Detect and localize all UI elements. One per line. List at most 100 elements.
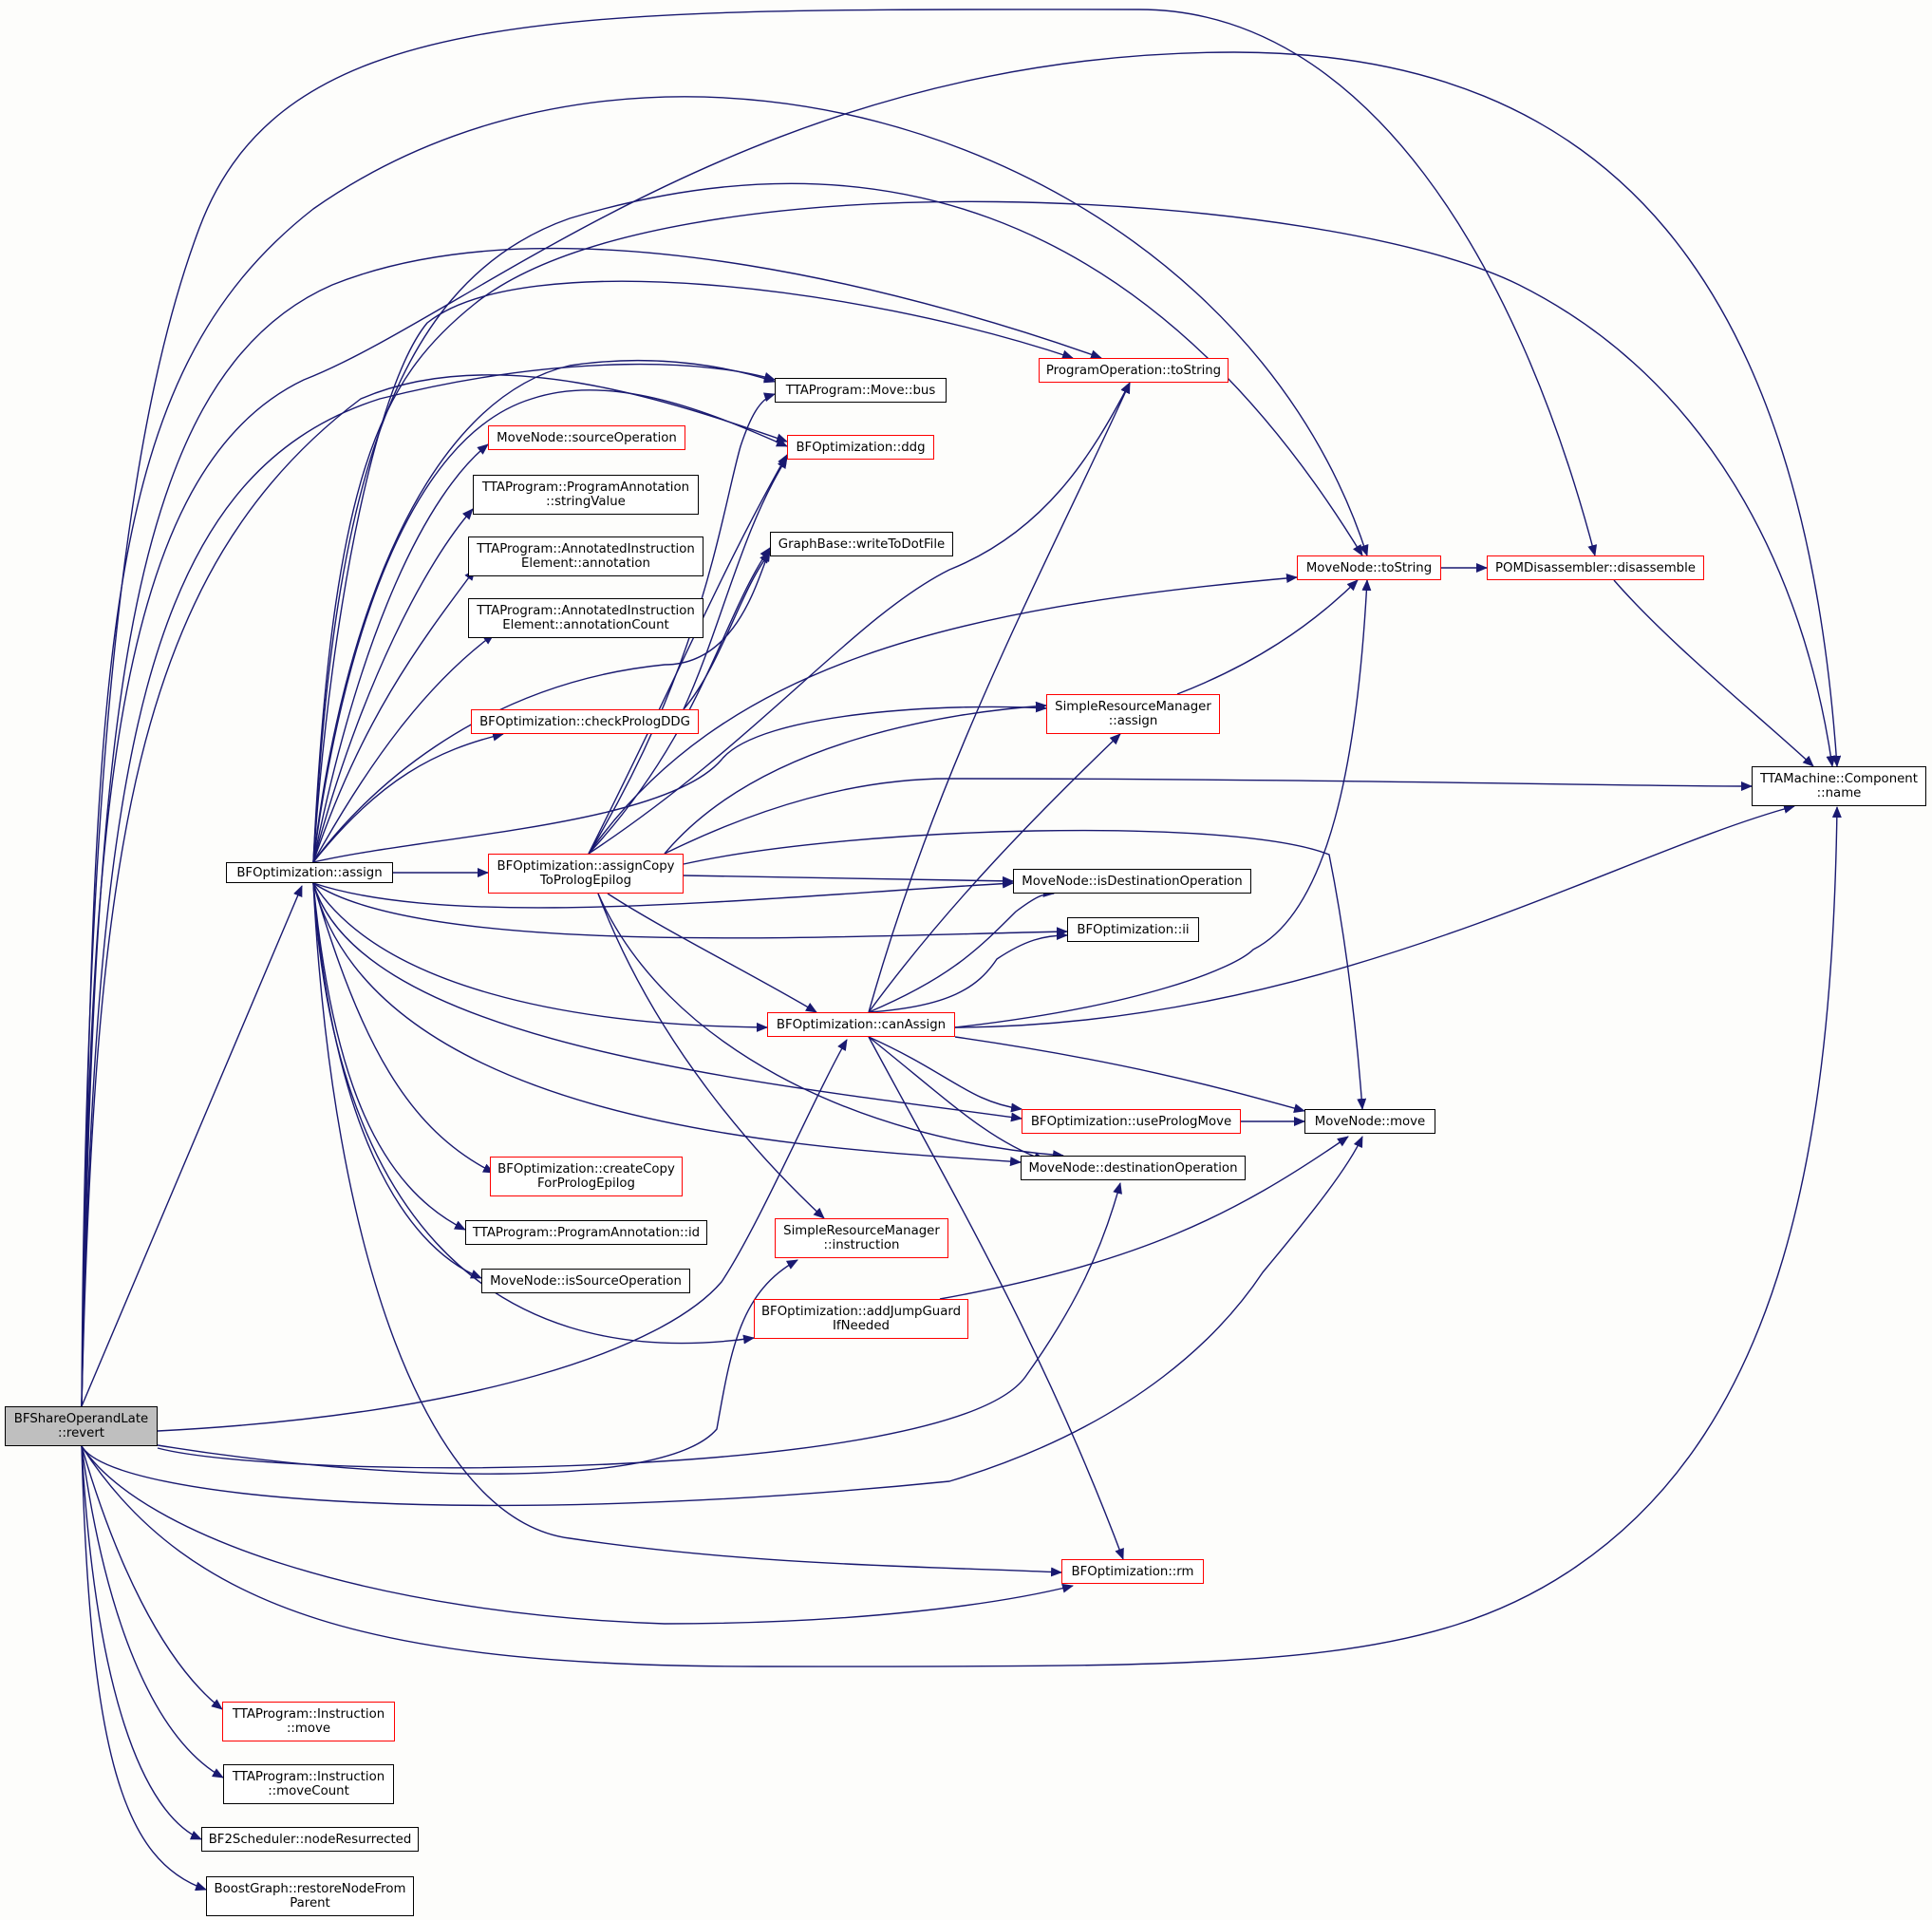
node-instruction-movecount[interactable]: TTAProgram::Instruction::moveCount [223, 1764, 394, 1804]
node-bfoptimization-ii[interactable]: BFOptimization::ii [1067, 917, 1199, 942]
edge-acpe-to-srmassign [664, 701, 1047, 855]
edge-jumpguard-to-mnmove [939, 1136, 1349, 1300]
edge-root-to-restore [81, 1445, 207, 1892]
node-label-line: ::moveCount [268, 1784, 349, 1798]
edge-root-to-mntostr [81, 96, 1369, 1407]
node-bfoptimization-canassign[interactable]: BFOptimization::canAssign [767, 1012, 955, 1037]
node-simpleresourcemanager-assign[interactable]: SimpleResourceManager::assign [1046, 694, 1220, 734]
edge-canassign-to-compname [954, 804, 1795, 1028]
edge-srmassign-to-mntostr [1176, 579, 1359, 695]
node-label-line: TTAProgram::Move::bus [785, 383, 936, 398]
edge-assign-to-ii [312, 882, 1068, 939]
edge-assign-to-destop [312, 882, 1022, 1167]
edge-root-to-destop [157, 1182, 1122, 1469]
edge-assign-to-annot [312, 569, 476, 863]
node-label-line: Element::annotation [521, 556, 650, 571]
node-bfoptimization-rm[interactable]: BFOptimization::rm [1061, 1559, 1204, 1584]
node-simpleresourcemanager-instruction[interactable]: SimpleResourceManager::instruction [775, 1218, 948, 1258]
node-label-line: ::name [1816, 786, 1862, 800]
node-bfoptimization-assign[interactable]: BFOptimization::assign [226, 862, 393, 883]
node-move-bus[interactable]: TTAProgram::Move::bus [775, 378, 947, 403]
node-movenode-isdestinationoperation[interactable]: MoveNode::isDestinationOperation [1013, 869, 1251, 894]
node-label-line: TTAMachine::Component [1760, 772, 1918, 786]
node-label-line: MoveNode::isDestinationOperation [1022, 874, 1243, 889]
edge-root-to-compname [81, 51, 1842, 1407]
edge-root-to-srminstr [157, 1259, 798, 1475]
node-label-line: ::revert [57, 1426, 105, 1440]
edge-assign-to-mntostr [312, 182, 1363, 863]
node-label-line: TTAProgram::AnnotatedInstruction [477, 542, 695, 556]
node-label-line: TTAProgram::Instruction [232, 1707, 385, 1722]
edge-checkpro-to-ddg [683, 457, 788, 710]
node-programoperation-tostring[interactable]: ProgramOperation::toString [1039, 358, 1229, 383]
edge-canassign-to-mntostr [954, 579, 1372, 1028]
node-instruction-move[interactable]: TTAProgram::Instruction::move [222, 1702, 395, 1741]
node-label-line: ::move [286, 1722, 331, 1736]
edge-assign-to-checkpro [312, 731, 504, 863]
edge-assign-to-srcop [312, 443, 489, 863]
node-label-line: BFOptimization::assignCopy [497, 859, 675, 874]
node-label-line: MoveNode::sourceOperation [497, 430, 677, 445]
node-bfoptimization-useprologmove[interactable]: BFOptimization::usePrologMove [1022, 1109, 1241, 1134]
node-label-line: ProgramOperation::toString [1045, 363, 1222, 378]
edge-acpe-to-bus [588, 392, 776, 855]
edge-assign-to-jumpguard [312, 882, 755, 1345]
edge-assign-to-srmassign [312, 703, 1047, 863]
node-programannotation-stringvalue[interactable]: TTAProgram::ProgramAnnotation::stringVal… [473, 475, 699, 515]
node-label-line: SimpleResourceManager [1055, 700, 1211, 714]
node-bfoptimization-ddg[interactable]: BFOptimization::ddg [787, 435, 934, 460]
node-label-line: IfNeeded [833, 1319, 890, 1333]
edge-acpe-to-mnmove [683, 829, 1367, 1110]
node-label-line: SimpleResourceManager [783, 1224, 940, 1238]
node-label-line: MoveNode::toString [1305, 560, 1433, 575]
edge-canassign-to-srmassign [868, 733, 1121, 1013]
edge-root-to-compname [81, 806, 1842, 1667]
node-label-line: BFOptimization::usePrologMove [1030, 1114, 1232, 1129]
edge-assign-to-ddg [312, 389, 788, 863]
edge-checkpro-to-writedot [683, 552, 771, 710]
edge-assign-to-writedot [312, 550, 771, 863]
edge-root-to-bus [81, 363, 776, 1407]
node-label-line: BFShareOperandLate [13, 1412, 149, 1426]
node-movenode-sourceoperation[interactable]: MoveNode::sourceOperation [488, 425, 685, 450]
node-label-line: ToPrologEpilog [539, 874, 632, 888]
edge-acpe-to-mntostr [588, 573, 1298, 855]
edge-canassign-to-destop [868, 1036, 1045, 1161]
edge-assign-to-potostr [312, 280, 1074, 863]
node-label-line: TTAProgram::ProgramAnnotation::id [472, 1225, 701, 1240]
edge-acpe-to-potostr [588, 382, 1131, 855]
node-pomdisassembler-disassemble[interactable]: POMDisassembler::disassemble [1487, 555, 1704, 580]
edge-acpe-to-isdestop [683, 875, 1014, 886]
edge-root-to-instmcnt [81, 1445, 224, 1779]
edge-root-to-instmove [81, 1445, 223, 1710]
edge-assign-to-strval [312, 508, 474, 863]
node-label-line: ::instruction [823, 1238, 900, 1252]
node-graphbase-writetodotfile[interactable]: GraphBase::writeToDotFile [770, 532, 953, 556]
node-bfoptimization-checkprologddg[interactable]: BFOptimization::checkPrologDDG [471, 709, 699, 734]
edge-canassign-to-ii [868, 931, 1068, 1013]
node-movenode-issourceoperation[interactable]: MoveNode::isSourceOperation [481, 1269, 690, 1293]
node-movenode-destinationoperation[interactable]: MoveNode::destinationOperation [1021, 1156, 1246, 1180]
node-label-line: Parent [290, 1896, 330, 1911]
node-component-name[interactable]: TTAMachine::Component::name [1752, 766, 1926, 806]
node-movenode-move[interactable]: MoveNode::move [1304, 1109, 1435, 1134]
node-bf2scheduler-noderesurrected[interactable]: BF2Scheduler::nodeResurrected [201, 1827, 419, 1852]
node-label-line: BFOptimization::createCopy [497, 1162, 675, 1176]
edge-assign-to-useprolog [312, 882, 1022, 1122]
node-movenode-tostring[interactable]: MoveNode::toString [1297, 555, 1441, 580]
node-label-line: BFOptimization::checkPrologDDG [479, 714, 690, 729]
node-programannotation-id[interactable]: TTAProgram::ProgramAnnotation::id [465, 1220, 707, 1245]
edge-assign-to-compname [312, 200, 1836, 863]
node-bfshareoperandlate-revert[interactable]: BFShareOperandLate::revert [5, 1406, 158, 1446]
edge-canassign-to-useprolog [868, 1036, 1022, 1113]
edge-assign-to-canassign [312, 882, 768, 1032]
edge-assign-to-issrcop [312, 882, 482, 1279]
edge-root-to-mnmove [81, 1136, 1363, 1507]
